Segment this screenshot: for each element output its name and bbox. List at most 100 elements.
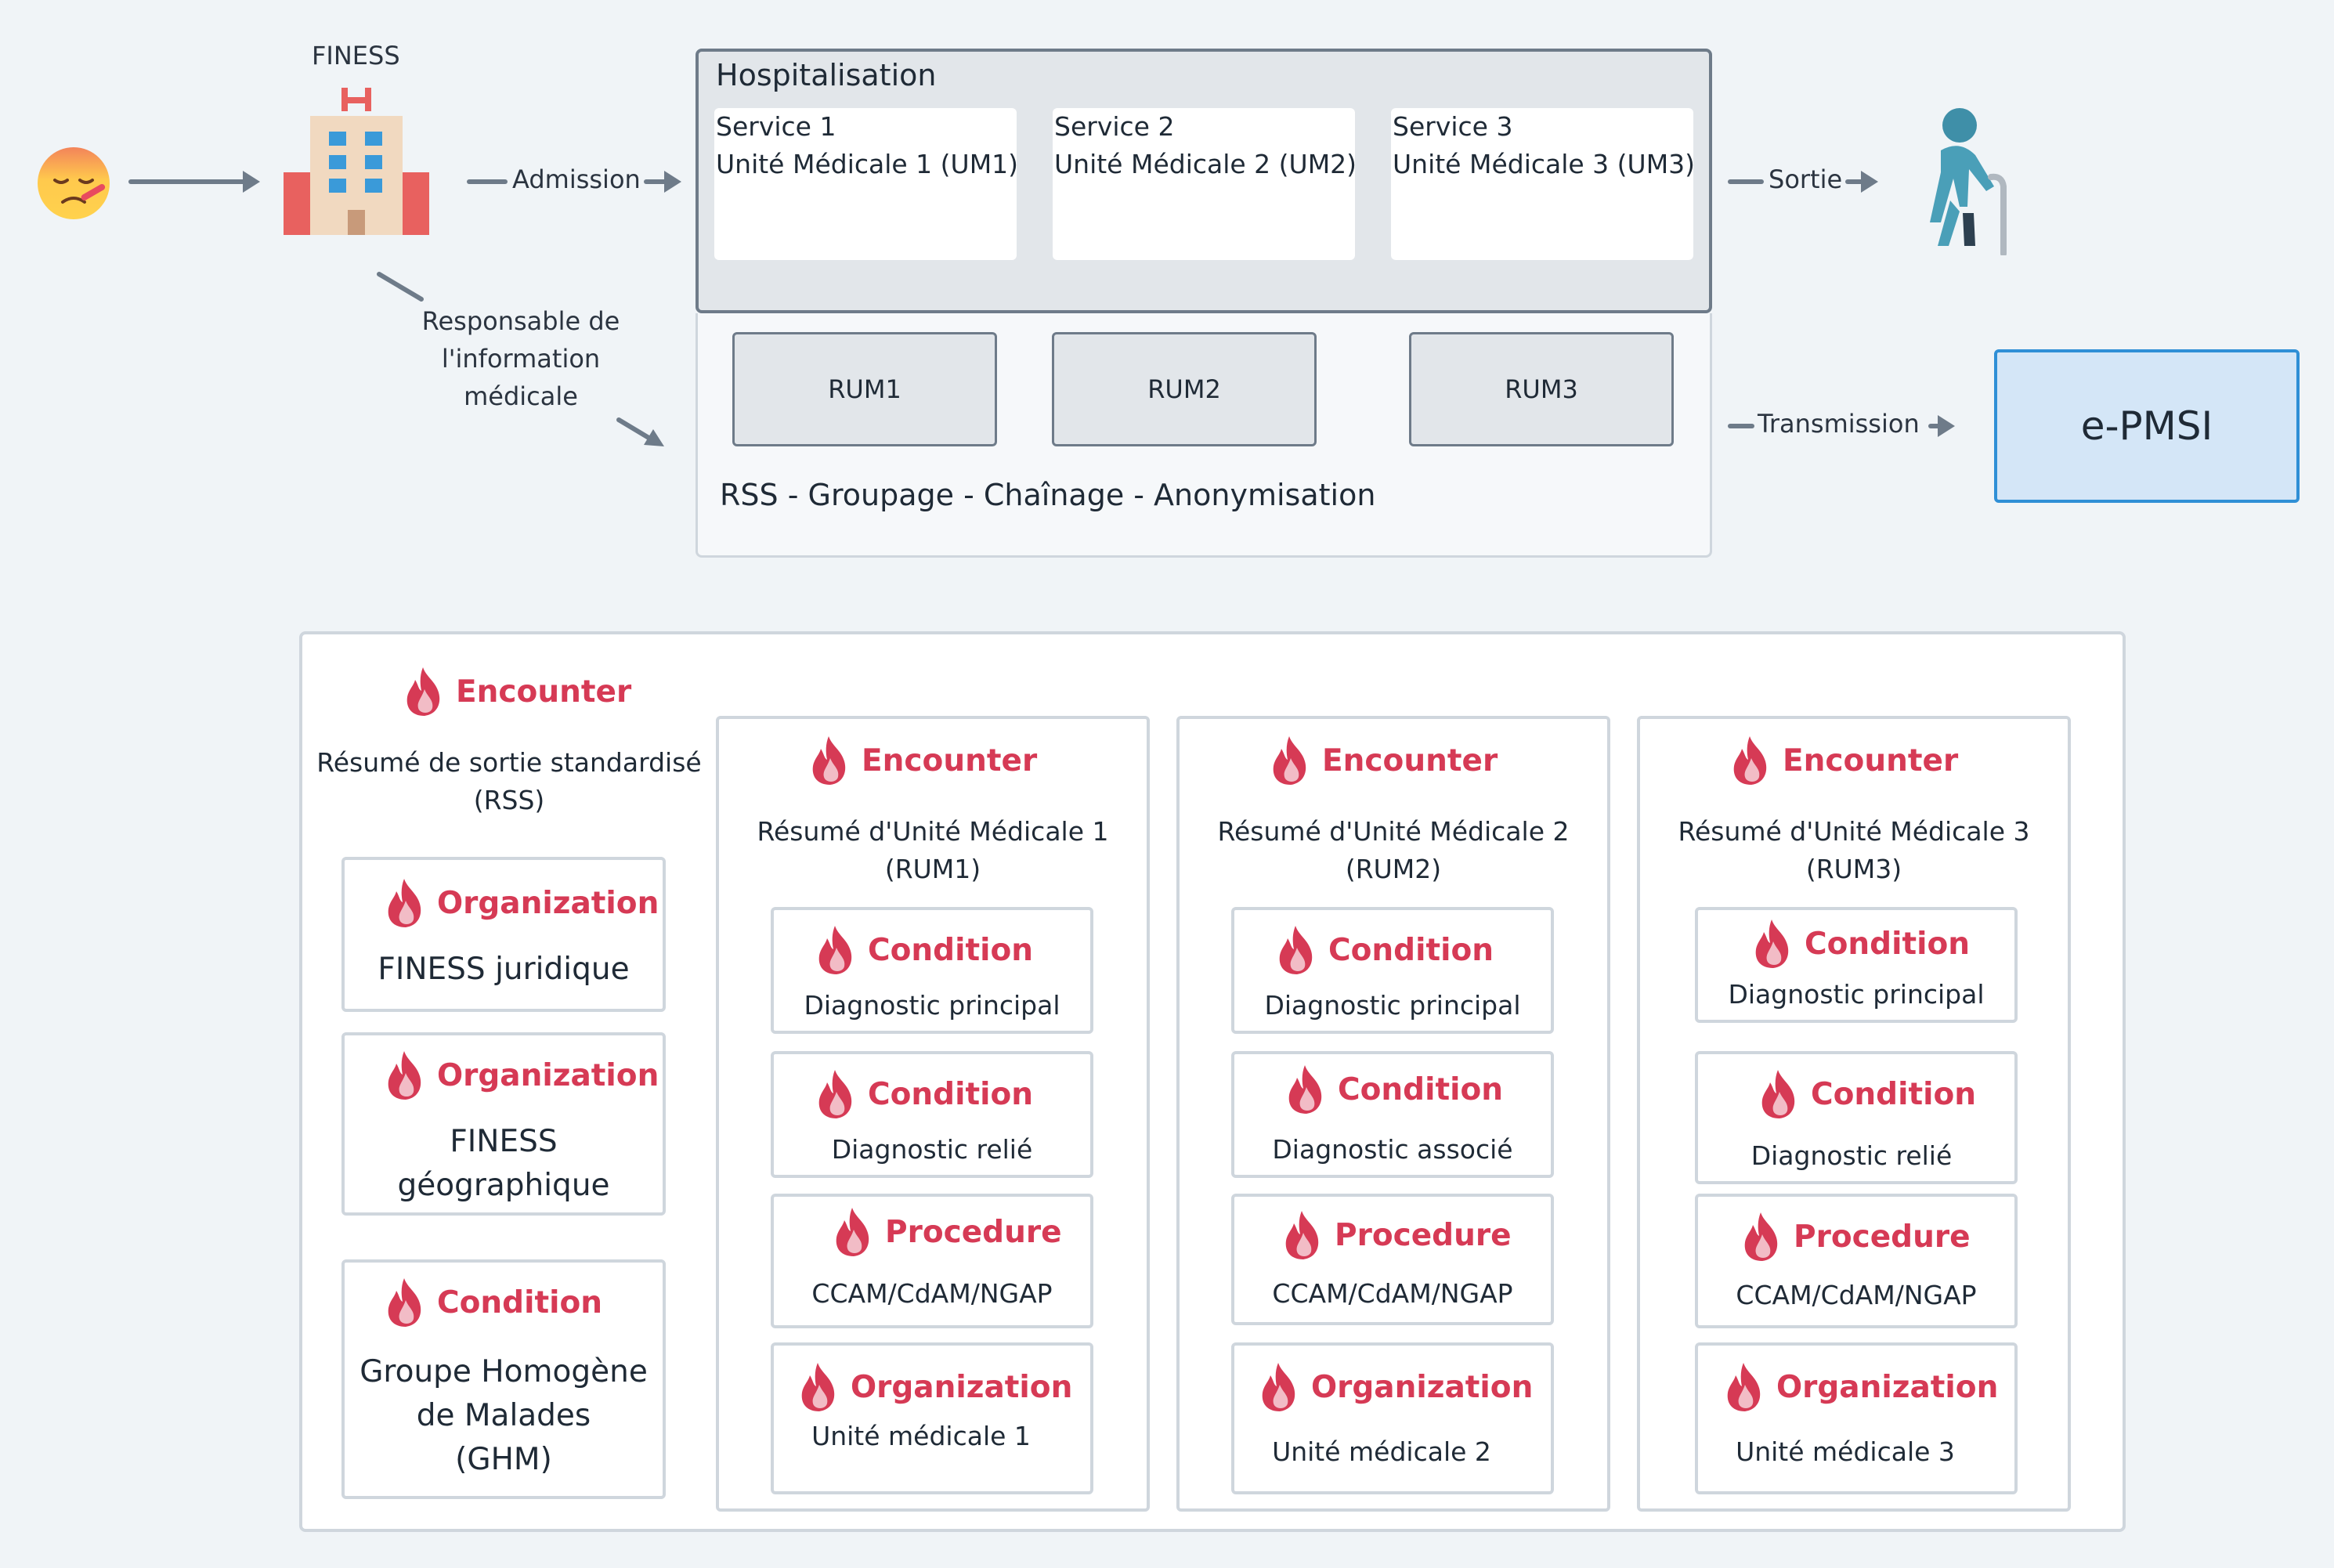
hospital-building-icon [284,88,429,235]
rum-organization-card: Organization Unité médicale 2 [1231,1342,1554,1494]
fhir-flame-icon [1758,1068,1801,1120]
service-um: Unité Médicale 1 (UM1) [716,149,1019,179]
rum-encounter-header: Encounter [808,735,1037,786]
rum-condition-card: Condition Diagnostic principal [1231,907,1554,1034]
rum-subtitle: Résumé d'Unité Médicale 3 (RUM3) [1678,816,2030,884]
card-text: Unité médicale 3 [1736,1436,1955,1467]
service-name: Service 1 [716,111,836,142]
service-um: Unité Médicale 2 (UM2) [1054,149,1357,179]
fhir-flame-icon [815,1068,858,1120]
organization-header: Organization [384,877,659,929]
procedure-header: Procedure [1281,1209,1512,1261]
fhir-flame-icon [1740,1211,1784,1263]
card-text: Diagnostic associé [1272,1134,1513,1165]
rum-procedure-card: Procedure CCAM/CdAM/NGAP [1231,1194,1554,1325]
fhir-flame-icon [797,1361,841,1413]
procedure-header: Procedure [1740,1211,1971,1263]
fhir-flame-icon [1258,1361,1302,1413]
organization-header: Organization [1723,1361,1998,1413]
service-um: Unité Médicale 3 (UM3) [1393,149,1696,179]
rum-encounter-header: Encounter [1729,735,1958,786]
rum2-column: Encounter Résumé d'Unité Médicale 2 (RUM… [1176,716,1610,1512]
organization-header: Organization [797,1361,1072,1413]
hospitalisation-title: Hospitalisation [716,58,937,92]
admission-arrow-head [644,171,681,193]
fhir-flame-icon [403,666,446,717]
fhir-flame-icon [1751,918,1795,970]
card-text: CCAM/CdAM/NGAP [811,1278,1053,1309]
condition-header: Condition [1758,1068,1976,1120]
fhir-flame-icon [1723,1361,1767,1413]
fhir-flame-icon [384,1277,428,1328]
card-text: Groupe Homogène de Malades (GHM) [359,1354,648,1477]
condition-header: Condition [384,1277,602,1328]
responsable-label: Responsable de l'information médicale [421,306,620,411]
rum1-column: Encounter Résumé d'Unité Médicale 1 (RUM… [716,716,1150,1512]
sortie-arrow-head [1845,171,1878,193]
fhir-mapping-panel: Encounter Résumé de sortie standardisé (… [299,631,2126,1532]
rum-condition-card: Condition Diagnostic associé [1231,1051,1554,1178]
card-text: Unité médicale 2 [1272,1436,1491,1467]
rss-processing-box: RUM1 RUM2 RUM3 RSS - Groupage - Chaînage… [696,313,1712,558]
rum2-box: RUM2 [1052,332,1317,446]
fhir-flame-icon [1281,1209,1325,1261]
rum-subtitle: Résumé d'Unité Médicale 1 (RUM1) [757,816,1109,884]
rss-organization-geographique-card: Organization FINESS géographique [341,1032,666,1216]
admission-label: Admission [512,164,641,194]
rum-condition-card: Condition Diagnostic relié [1695,1051,2018,1184]
elderly-person-icon [1905,107,2014,257]
sortie-label: Sortie [1769,164,1843,194]
fhir-flame-icon [1269,735,1313,786]
fhir-flame-icon [808,735,852,786]
card-text: FINESS géographique [397,1124,610,1203]
rum1-box: RUM1 [732,332,997,446]
condition-header: Condition [815,924,1033,976]
condition-header: Condition [1275,924,1494,976]
card-text: Diagnostic relié [831,1134,1033,1165]
card-text: FINESS juridique [378,952,630,987]
rss-condition-ghm-card: Condition Groupe Homogène de Malades (GH… [341,1259,666,1499]
service-name: Service 2 [1054,111,1175,142]
organization-header: Organization [1258,1361,1533,1413]
responsable-arrow [376,271,674,451]
rss-description: RSS - Groupage - Chaînage - Anonymisatio… [720,478,1376,512]
rum3-column: Encounter Résumé d'Unité Médicale 3 (RUM… [1637,716,2071,1512]
transmission-arrow-head [1928,415,1955,437]
rum3-box: RUM3 [1409,332,1674,446]
sick-face-icon [36,146,111,221]
rum-procedure-card: Procedure CCAM/CdAM/NGAP [1695,1194,2018,1328]
patient-arrow [128,171,260,193]
rum-condition-card: Condition Diagnostic principal [771,907,1093,1034]
rum-encounter-header: Encounter [1269,735,1498,786]
card-text: Diagnostic relié [1750,1140,1953,1171]
card-text: Unité médicale 1 [811,1421,1031,1451]
rum-condition-card: Condition Diagnostic relié [771,1051,1093,1178]
sortie-arrow-tail [1728,179,1764,184]
fhir-flame-icon [832,1206,876,1258]
organization-header: Organization [384,1050,659,1101]
service-1-card: Service 1 Unité Médicale 1 (UM1) [714,108,1019,260]
rum-procedure-card: Procedure CCAM/CdAM/NGAP [771,1194,1093,1328]
epmsi-box: e-PMSI [1994,349,2300,503]
fhir-flame-icon [1284,1064,1328,1115]
procedure-header: Procedure [832,1206,1062,1258]
card-text: CCAM/CdAM/NGAP [1272,1278,1513,1309]
fhir-flame-icon [815,924,858,976]
card-text: CCAM/CdAM/NGAP [1736,1280,1977,1310]
rum-condition-card: Condition Diagnostic principal [1695,907,2018,1023]
fhir-flame-icon [1275,924,1319,976]
transmission-label: Transmission [1758,409,1920,439]
card-text: Diagnostic principal [1728,979,1985,1010]
rss-organization-juridique-card: Organization FINESS juridique [341,857,666,1012]
admission-arrow-tail [467,179,508,184]
card-text: Diagnostic principal [804,990,1060,1021]
fhir-flame-icon [1729,735,1773,786]
rum-organization-card: Organization Unité médicale 1 [771,1342,1093,1494]
rum-subtitle: Résumé d'Unité Médicale 2 (RUM2) [1217,816,1570,884]
condition-header: Condition [815,1068,1033,1120]
service-3-card: Service 3 Unité Médicale 3 (UM3) [1391,108,1696,260]
fhir-flame-icon [384,877,428,929]
service-name: Service 3 [1393,111,1513,142]
hospitalisation-box: Hospitalisation Service 1 Unité Médicale… [696,49,1712,313]
rss-subtitle: Résumé de sortie standardisé (RSS) [316,747,702,815]
